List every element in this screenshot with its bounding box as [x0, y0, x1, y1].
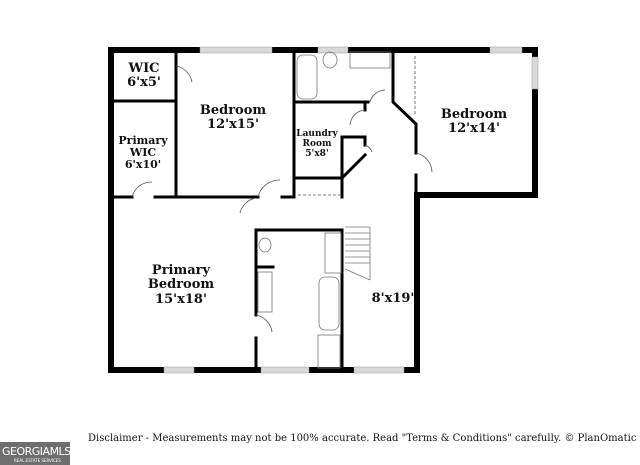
room-name: Bedroom [440, 107, 508, 122]
room-size: 15'x18' [155, 291, 207, 307]
room-size: 12'x15' [207, 117, 259, 133]
bathtub [318, 276, 340, 331]
doors [131, 56, 433, 333]
room-label-hall: 8'x19' [371, 291, 415, 306]
vanity [324, 232, 342, 274]
logo-text: GEORGIAMLS [2, 445, 71, 458]
room-size: 12'x14' [448, 121, 500, 137]
stairs [344, 226, 371, 281]
room-name: Primary WIC [118, 134, 168, 160]
toilet [258, 237, 272, 253]
disclaimer: Disclaimer - Measurements may not be 100… [88, 433, 637, 444]
bathtub [296, 54, 318, 100]
windows [163, 46, 539, 374]
walls [108, 47, 538, 373]
room-name: WIC [128, 61, 160, 76]
room-name: Bedroom [199, 103, 267, 118]
room-size: 8'x19' [371, 291, 415, 306]
room-size: 6'x5' [127, 75, 161, 91]
vanity [257, 271, 273, 313]
fixtures [257, 51, 391, 369]
room-size: 5'x8' [305, 148, 329, 159]
logo-subtext: REAL ESTATE SERVICES [14, 458, 61, 463]
shower [317, 334, 341, 369]
toilet [322, 51, 338, 69]
room-name: Laundry Room [296, 129, 338, 149]
sink [349, 51, 391, 69]
room-size: 6'x10' [124, 158, 162, 172]
room-name: Primary Bedroom [147, 263, 215, 293]
